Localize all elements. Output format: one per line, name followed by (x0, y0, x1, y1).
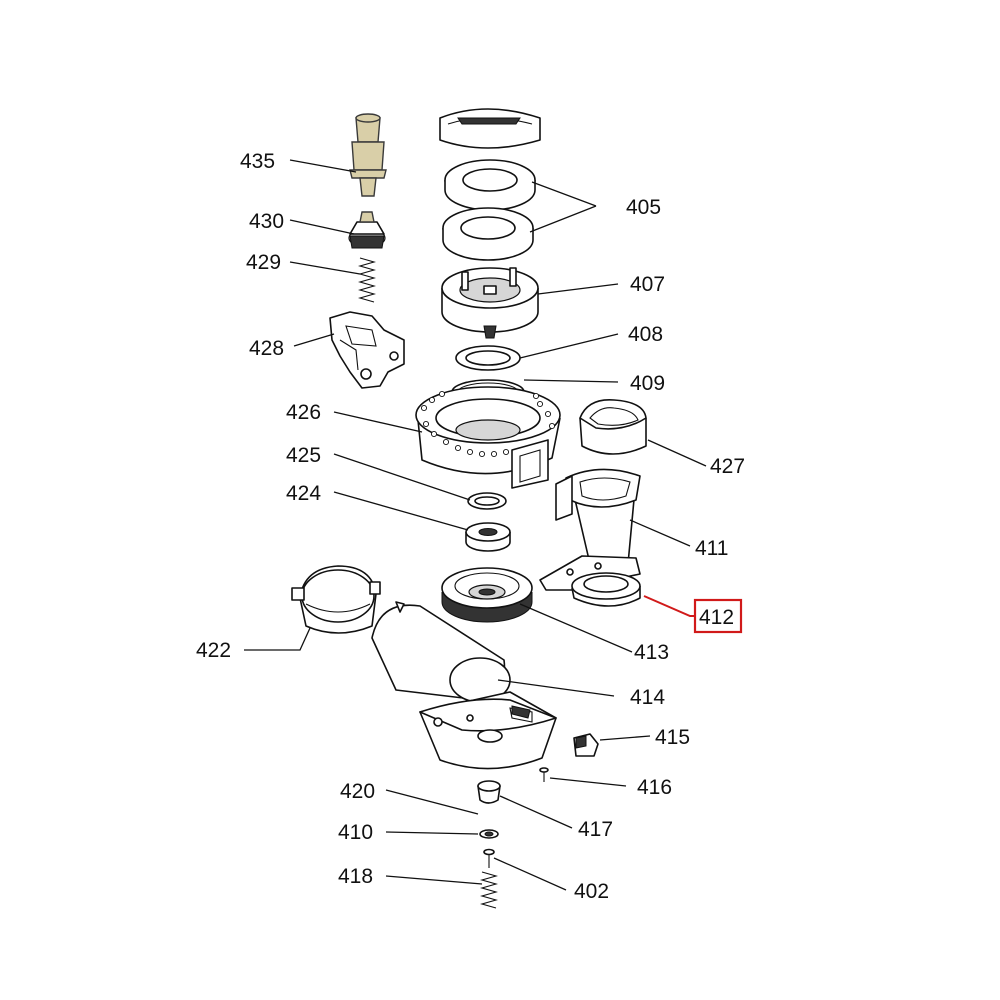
part-407-burr-carrier (441, 267, 539, 339)
part-425-washer (467, 492, 507, 510)
part-429-spring (357, 257, 377, 303)
leader-lines (244, 159, 707, 891)
label-409: 409 (630, 372, 665, 395)
part-417-cap (477, 780, 501, 804)
part-416-screw (539, 767, 549, 782)
part-426-housing (415, 386, 561, 489)
part-424-washer (465, 522, 511, 552)
label-417: 417 (578, 818, 613, 841)
part-410-washer (479, 829, 499, 839)
label-420: 420 (340, 780, 375, 803)
label-410: 410 (338, 821, 373, 844)
part-418-spring (479, 871, 499, 909)
label-407: 407 (630, 273, 665, 296)
label-412: 412 (699, 606, 734, 629)
label-429: 429 (246, 251, 281, 274)
label-408: 408 (628, 323, 663, 346)
label-435: 435 (240, 150, 275, 173)
part-430-gear (348, 211, 386, 249)
label-414: 414 (630, 686, 665, 709)
label-422: 422 (196, 639, 231, 662)
part-412-base (539, 555, 641, 607)
part-422-band (291, 565, 381, 634)
part-427-chute-cover (579, 399, 647, 455)
part-402-screw (483, 848, 495, 868)
highlight-box-412 (693, 598, 743, 634)
part-413-gear-plate (441, 567, 533, 623)
part-414-motor (371, 601, 557, 770)
label-418: 418 (338, 865, 373, 888)
part-top-burr (439, 108, 541, 149)
label-427: 427 (710, 455, 745, 478)
label-424: 424 (286, 482, 321, 505)
label-426: 426 (286, 401, 321, 424)
part-411-chute (555, 468, 641, 565)
label-425: 425 (286, 444, 321, 467)
part-415-clip (573, 733, 599, 757)
label-415: 415 (655, 726, 690, 749)
label-411: 411 (695, 537, 728, 560)
part-435-shaft (349, 113, 387, 197)
label-402: 402 (574, 880, 609, 903)
label-416: 416 (637, 776, 672, 799)
part-428-bracket (329, 311, 405, 389)
part-408-ring (455, 345, 521, 371)
part-labels: 435 430 429 428 405 407 408 409 426 425 … (196, 150, 745, 903)
part-405-rings (442, 159, 536, 261)
label-405: 405 (626, 196, 661, 219)
label-413: 413 (634, 641, 669, 664)
label-430: 430 (249, 210, 284, 233)
label-428: 428 (249, 337, 284, 360)
